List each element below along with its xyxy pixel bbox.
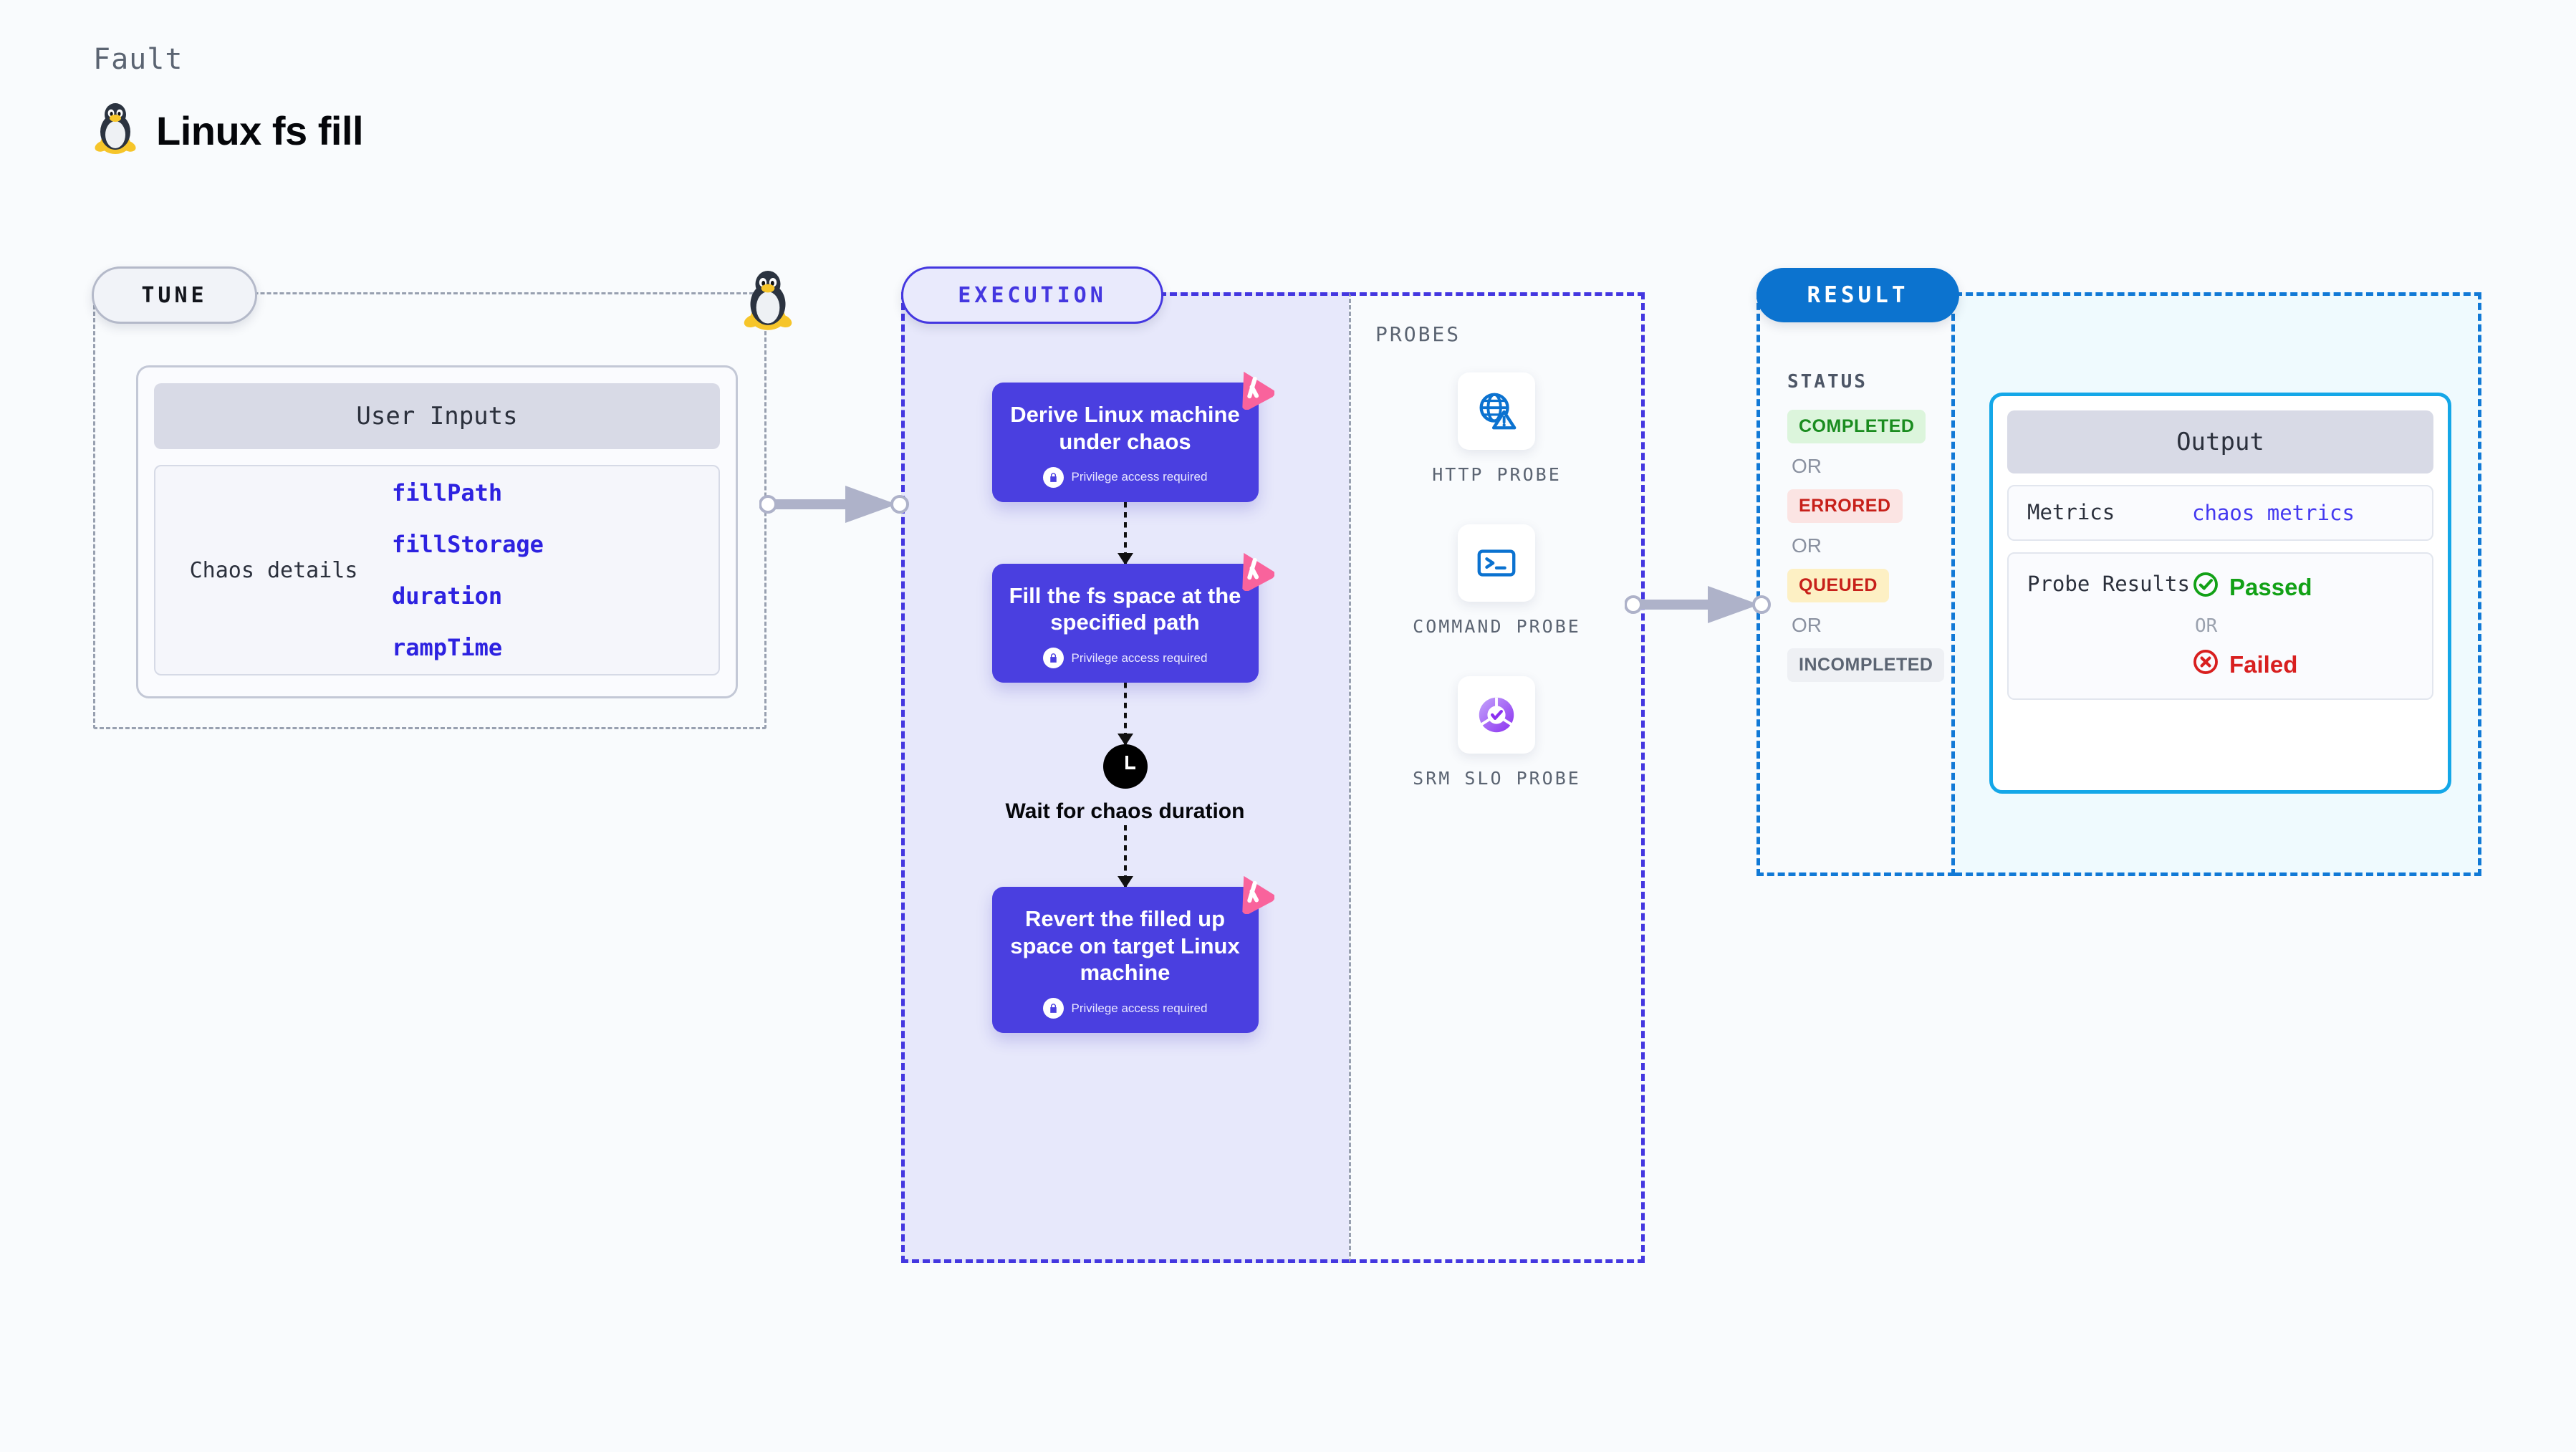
privilege-note-text: Privilege access required <box>1071 650 1208 665</box>
page-title-row: Linux fs fill <box>93 103 364 158</box>
status-or-label: OR <box>1792 614 1822 636</box>
status-badge: INCOMPLETED <box>1787 648 1945 682</box>
tune-pill[interactable]: TUNE <box>92 266 257 324</box>
probes-label: PROBES <box>1375 322 1461 346</box>
globe-warning-icon <box>1458 372 1536 450</box>
x-circle-icon <box>2192 648 2219 681</box>
connector-probes-to-result <box>1624 582 1772 631</box>
status-badge: COMPLETED <box>1787 410 1926 443</box>
chaos-parameter[interactable]: fillPath <box>392 479 503 506</box>
metrics-row: Metrics chaos metrics <box>2007 485 2433 541</box>
wait-node: Wait for chaos duration <box>1005 744 1245 825</box>
probe-item[interactable]: HTTP PROBE <box>1432 372 1562 487</box>
probe-item[interactable]: SRM SLO PROBE <box>1413 675 1581 791</box>
output-card: Output Metrics chaos metrics Probe Resul… <box>1989 393 2451 794</box>
page-title: Linux fs fill <box>156 108 364 153</box>
probe-result-or-label: OR <box>2195 615 2218 637</box>
execution-step-title: Revert the filled up space on target Lin… <box>1010 905 1240 986</box>
probe-results-row: Probe Results Passed OR <box>2007 552 2433 700</box>
lock-icon <box>1042 998 1064 1019</box>
chaos-parameter[interactable]: fillStorage <box>392 531 544 558</box>
terminal-icon <box>1458 524 1536 602</box>
result-pill[interactable]: RESULT <box>1756 268 1959 322</box>
chaos-ribbon-icon <box>1230 870 1274 915</box>
chaos-details-panel: Chaos details fillPath fillStorage durat… <box>154 465 720 675</box>
clock-icon <box>1102 744 1148 789</box>
probe-name: HTTP PROBE <box>1432 464 1562 485</box>
execution-step-card[interactable]: Fill the fs space at the specified path … <box>991 552 1274 683</box>
status-or-label: OR <box>1792 455 1822 477</box>
execution-pill[interactable]: EXECUTION <box>901 266 1163 324</box>
probe-name: SRM SLO PROBE <box>1413 767 1581 789</box>
user-inputs-header: User Inputs <box>154 383 720 449</box>
metrics-value[interactable]: chaos metrics <box>2192 500 2355 525</box>
probe-result-failed-label: Failed <box>2229 650 2298 678</box>
probes-list: HTTP PROBE COMMAND PROBE <box>1349 372 1645 790</box>
flow-connector <box>1123 683 1127 745</box>
metrics-key: Metrics <box>2027 500 2115 524</box>
page-kicker: Fault <box>93 43 183 76</box>
chaos-parameter-list: fillPath fillStorage duration rampTime <box>392 479 544 661</box>
flow-connector <box>1123 501 1127 564</box>
chaos-ribbon-icon <box>1230 365 1274 410</box>
status-label: STATUS <box>1787 371 1868 393</box>
chaos-ribbon-icon <box>1230 547 1274 592</box>
probe-results-key-text: Probe Results <box>2027 571 2190 596</box>
status-or-label: OR <box>1792 534 1822 557</box>
tux-penguin-icon <box>93 103 138 158</box>
privilege-note: Privilege access required <box>1005 648 1246 669</box>
probe-item[interactable]: COMMAND PROBE <box>1413 524 1581 639</box>
probe-results-values: Passed OR Failed <box>2192 571 2312 681</box>
chaos-parameter[interactable]: rampTime <box>392 634 503 661</box>
execution-step-card[interactable]: Derive Linux machine under chaos Privile… <box>991 371 1274 502</box>
output-header: Output <box>2007 410 2433 473</box>
execution-step-card[interactable]: Revert the filled up space on target Lin… <box>991 875 1274 1034</box>
probe-name: COMMAND PROBE <box>1413 615 1581 637</box>
status-badge: QUEUED <box>1787 569 1889 602</box>
privilege-note: Privilege access required <box>1005 998 1246 1019</box>
lock-icon <box>1042 466 1064 488</box>
flow-connector <box>1123 824 1127 887</box>
tux-penguin-icon <box>738 271 798 331</box>
probe-result-passed: Passed <box>2192 571 2312 604</box>
connector-tune-to-execution <box>759 481 910 531</box>
chaos-parameter[interactable]: duration <box>392 582 503 610</box>
privilege-note-text: Privilege access required <box>1071 1001 1208 1015</box>
probes-section <box>1349 292 1645 1263</box>
execution-step-title: Derive Linux machine under chaos <box>1010 402 1240 454</box>
probe-results-key: Probe Results <box>2009 571 2192 598</box>
user-inputs-card: User Inputs Chaos details fillPath fillS… <box>136 365 738 698</box>
lock-icon <box>1042 648 1064 669</box>
privilege-note: Privilege access required <box>1005 466 1246 488</box>
status-badge: ERRORED <box>1787 489 1903 523</box>
page-header: Fault Linux fs fill <box>93 43 364 158</box>
probe-result-passed-label: Passed <box>2229 573 2312 600</box>
slo-donut-check-icon <box>1458 675 1536 754</box>
check-circle-icon <box>2192 571 2219 604</box>
chaos-details-label: Chaos details <box>189 557 358 583</box>
probe-result-failed: Failed <box>2192 648 2312 681</box>
wait-node-label: Wait for chaos duration <box>1005 799 1245 824</box>
privilege-note-text: Privilege access required <box>1071 470 1208 484</box>
execution-flow: Derive Linux machine under chaos Privile… <box>901 292 1349 1263</box>
execution-step-title: Fill the fs space at the specified path <box>1009 582 1241 635</box>
status-list: COMPLETED OR ERRORED OR QUEUED OR INCOMP… <box>1787 410 1945 682</box>
